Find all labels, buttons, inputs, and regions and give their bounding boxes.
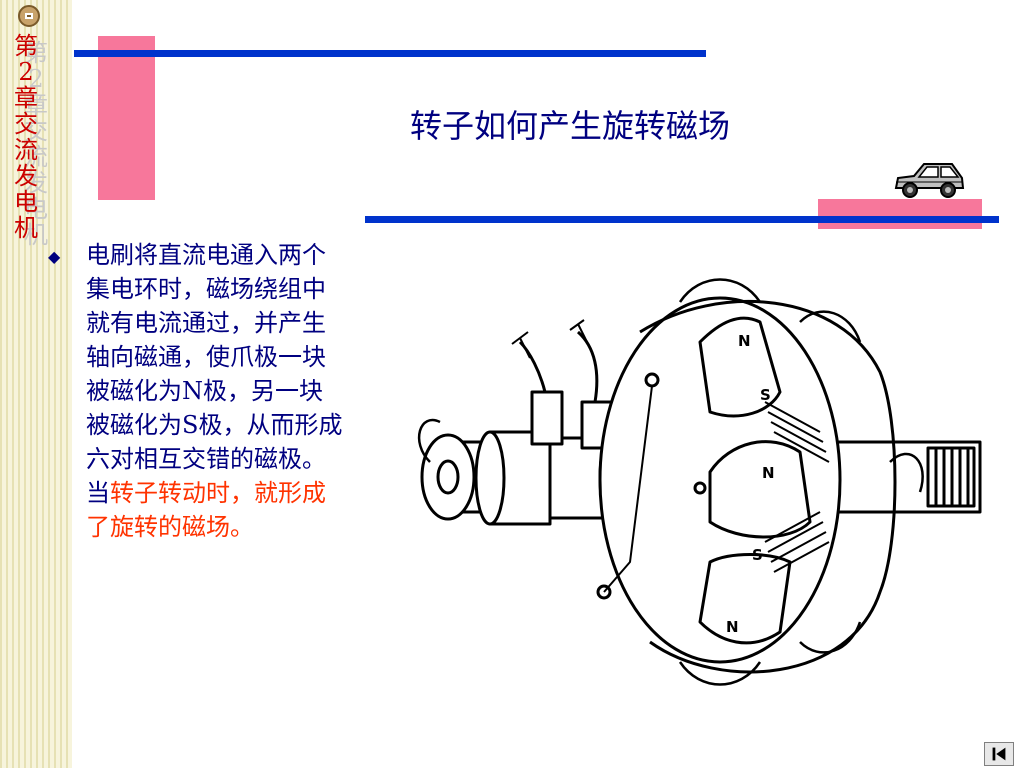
pole-label-n-3: N [726, 618, 739, 636]
pole-label-n-2: N [762, 464, 775, 482]
nav-bar-icon [992, 747, 996, 761]
decorative-pink-block-top [98, 36, 155, 200]
decorative-blue-line-top [74, 50, 706, 57]
decorative-blue-line-bottom [365, 216, 999, 223]
chapter-label-shadow: 第2章 交流发电机 [24, 39, 48, 249]
decorative-pink-block-right [818, 199, 982, 229]
slide-body-paragraph: 电刷将直流电通入两个集电环时，磁场绕组中就有电流通过，并产生轴向磁通，使爪极一块… [86, 238, 346, 544]
car-icon [894, 163, 965, 198]
rotor-illustration: N S N S N [417, 278, 982, 686]
chapter-label: 第2章 交流发电机 [14, 32, 38, 242]
left-decorative-strip [0, 0, 72, 768]
body-text-highlight: 转子转动时，就形成了旋转的磁场。 [86, 479, 326, 541]
slide-title: 转子如何产生旋转磁场 [409, 107, 730, 145]
logo-icon [18, 5, 40, 27]
pole-label-s-1: S [760, 386, 771, 404]
nav-first-slide-button[interactable] [984, 742, 1014, 766]
nav-arrow-left-icon [996, 747, 1006, 761]
bullet-diamond-icon: ◆ [48, 247, 61, 266]
body-text-main: 电刷将直流电通入两个集电环时，磁场绕组中就有电流通过，并产生轴向磁通，使爪极一块… [86, 241, 343, 507]
pole-label-n-1: N [738, 332, 751, 350]
pole-label-s-2: S [752, 546, 763, 564]
